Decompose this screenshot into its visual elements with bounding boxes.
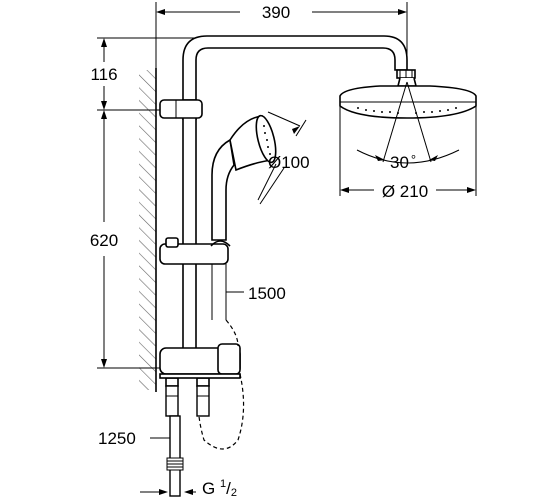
mixer-body	[159, 343, 241, 387]
bar-height-label: 620	[90, 231, 118, 250]
height-dimensions	[97, 37, 238, 369]
hose-dimension	[211, 264, 244, 320]
spray-angle-unit: °	[411, 152, 416, 167]
thread-label: G 1/2	[202, 478, 237, 499]
width-dimension	[155, 2, 408, 70]
spray-angle-indicator	[356, 81, 460, 164]
head-diameter-dimension	[339, 106, 477, 196]
width-dimension-label: 390	[262, 3, 290, 22]
thread-numerator: 1	[220, 478, 226, 490]
thread-separator: /	[226, 479, 231, 498]
riser-pipe	[182, 99, 197, 373]
wall-bracket	[159, 99, 203, 119]
wall-hatching	[139, 70, 156, 390]
spray-angle-value: 30	[390, 153, 409, 172]
spray-angle-label: 30°	[390, 152, 416, 172]
wall	[139, 68, 157, 392]
hand-shower-slider	[159, 237, 231, 265]
hose-nut	[166, 457, 184, 471]
thread-dimension	[140, 489, 196, 495]
supply-connections	[165, 385, 210, 497]
thread-denominator: 2	[231, 487, 237, 499]
hose-length-label: 1500	[248, 284, 286, 303]
hand-shower	[211, 114, 277, 241]
head-diameter-label: Ø 210	[382, 182, 428, 201]
hose-loop	[197, 319, 245, 450]
hand-shower-face-dots	[263, 125, 271, 155]
upper-height-label: 116	[90, 65, 117, 84]
thread-prefix: G	[202, 479, 220, 498]
hand-shower-diameter-dimension	[257, 111, 307, 205]
lower-hose-label: 1250	[98, 429, 136, 448]
head-shower	[339, 69, 477, 119]
hand-shower-diameter-label: Ø100	[268, 153, 310, 172]
